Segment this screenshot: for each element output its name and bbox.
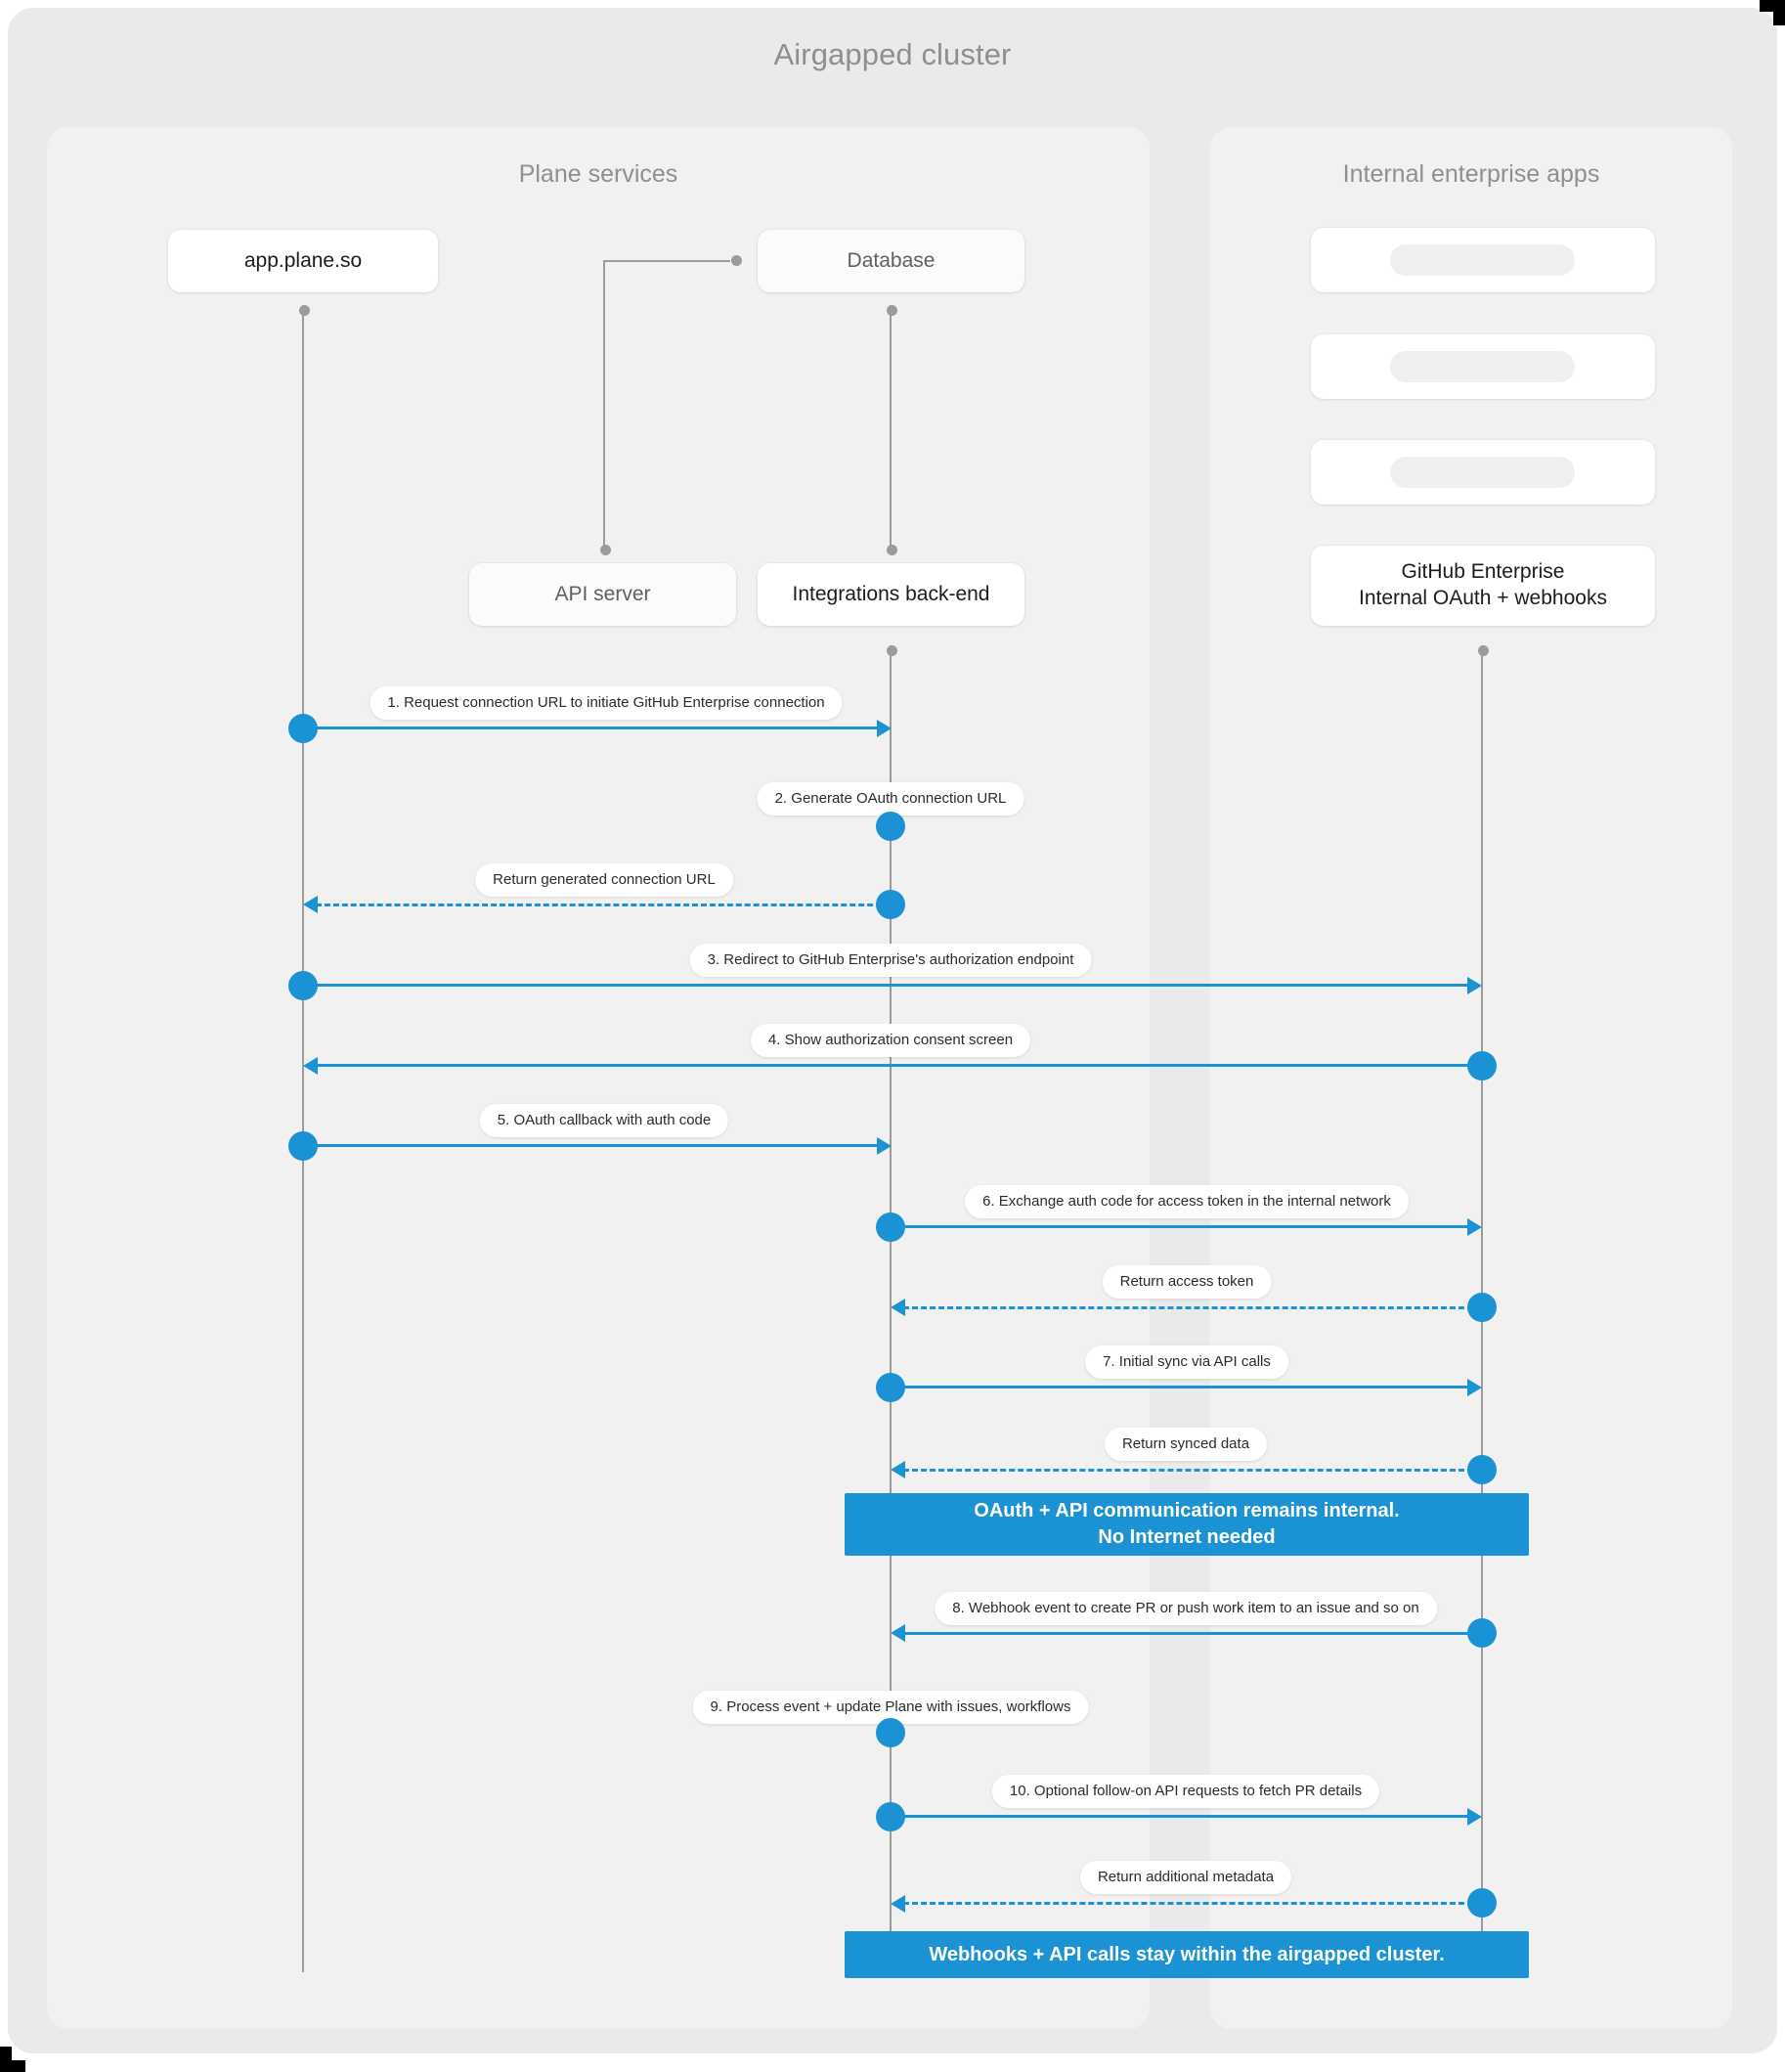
- message-line-5: [316, 1064, 1482, 1067]
- node-label-app-plane-so: app.plane.so: [243, 248, 363, 272]
- message-label-14: Return additional metadata: [1079, 1861, 1292, 1894]
- message-arrow-9: [1467, 1379, 1482, 1396]
- message-arrow-5: [303, 1057, 318, 1075]
- diagram-title: Airgapped cluster: [773, 37, 1012, 71]
- message-arrow-1: [877, 720, 892, 737]
- message-label-6: 5. OAuth callback with auth code: [479, 1104, 729, 1137]
- lifeline-dot-github-enterprise: [1477, 645, 1489, 656]
- connector-db-to-api-vertical: [603, 260, 605, 551]
- message-line-7: [891, 1225, 1469, 1228]
- node-label-api-server: API server: [554, 582, 651, 605]
- message-arrow-4: [1467, 977, 1482, 994]
- corner-mark-bottom-left-v: [0, 2047, 12, 2072]
- lifeline-dot-integrations-backend: [886, 645, 897, 656]
- message-label-11: 8. Webhook event to create PR or push wo…: [935, 1592, 1437, 1625]
- message-label-2: 2. Generate OAuth connection URL: [757, 782, 1024, 816]
- node-label-database: Database: [847, 248, 936, 272]
- lifeline-database: [890, 305, 892, 551]
- activation-dot-2-self: [876, 812, 905, 841]
- message-line-10: [903, 1469, 1482, 1472]
- message-label-1: 1. Request connection URL to initiate Gi…: [370, 686, 843, 720]
- node-api-server[interactable]: API server: [469, 563, 736, 626]
- message-arrow-14: [891, 1895, 905, 1913]
- message-arrow-10: [891, 1461, 905, 1478]
- panel-internal-enterprise-apps: Internal enterprise apps: [1210, 127, 1732, 2029]
- note-banner-airgapped: Webhooks + API calls stay within the air…: [845, 1931, 1529, 1978]
- note-banner-internal-line2: No Internet needed: [1098, 1526, 1276, 1548]
- message-label-13: 10. Optional follow-on API requests to f…: [991, 1775, 1380, 1808]
- connector-db-to-api-horizontal: [603, 260, 730, 262]
- message-line-3: [316, 904, 891, 906]
- placeholder-bar-2: [1390, 351, 1575, 382]
- message-arrow-8: [891, 1299, 905, 1316]
- connector-dot-api-end: [599, 545, 611, 555]
- message-arrow-13: [1467, 1808, 1482, 1826]
- message-line-6: [303, 1144, 879, 1147]
- message-label-5: 4. Show authorization consent screen: [750, 1024, 1031, 1057]
- lifeline-dot-database-bottom: [886, 545, 897, 555]
- panel-title-internal-enterprise-apps: Internal enterprise apps: [1342, 160, 1600, 188]
- node-label-github-enterprise-line2: Internal OAuth + webhooks: [1359, 587, 1607, 609]
- message-label-9: 7. Initial sync via API calls: [1085, 1345, 1288, 1379]
- placeholder-bar-3: [1390, 457, 1575, 488]
- node-app-plane-so[interactable]: app.plane.so: [168, 230, 438, 292]
- note-banner-internal-line1: OAuth + API communication remains intern…: [974, 1500, 1400, 1522]
- message-arrow-11: [891, 1624, 905, 1642]
- panel-plane-services: Plane services: [47, 127, 1150, 2029]
- placeholder-card-2[interactable]: [1311, 334, 1655, 399]
- node-label-github-enterprise-line1: GitHub Enterprise: [1401, 560, 1565, 584]
- message-line-14: [903, 1902, 1482, 1905]
- connector-dot-db-end: [730, 255, 742, 266]
- message-label-7: 6. Exchange auth code for access token i…: [965, 1185, 1409, 1218]
- placeholder-bar-1: [1390, 244, 1575, 276]
- node-github-enterprise[interactable]: GitHub Enterprise Internal OAuth + webho…: [1311, 546, 1655, 626]
- message-label-10: Return synced data: [1104, 1428, 1268, 1461]
- corner-mark-top-right-v: [1773, 0, 1785, 25]
- lifeline-dot-app-plane-so: [298, 305, 310, 316]
- note-banner-internal: OAuth + API communication remains intern…: [845, 1493, 1529, 1556]
- node-integrations-backend[interactable]: Integrations back-end: [758, 563, 1024, 626]
- message-arrow-6: [877, 1137, 892, 1155]
- message-line-8: [903, 1306, 1482, 1309]
- placeholder-card-3[interactable]: [1311, 440, 1655, 505]
- placeholder-card-1[interactable]: [1311, 228, 1655, 292]
- message-arrow-3: [303, 896, 318, 913]
- note-banner-airgapped-line1: Webhooks + API calls stay within the air…: [929, 1943, 1445, 1965]
- message-line-13: [891, 1815, 1469, 1818]
- message-label-3: Return generated connection URL: [475, 863, 733, 897]
- message-line-4: [303, 984, 1469, 987]
- node-database[interactable]: Database: [758, 230, 1024, 292]
- message-label-8: Return access token: [1102, 1265, 1272, 1299]
- lifeline-dot-database-top: [886, 305, 897, 316]
- panel-title-plane-services: Plane services: [518, 160, 678, 188]
- node-label-integrations-backend: Integrations back-end: [792, 582, 990, 605]
- message-label-4: 3. Redirect to GitHub Enterprise's autho…: [689, 944, 1092, 977]
- activation-dot-12-self: [876, 1718, 905, 1747]
- message-line-1: [303, 727, 879, 729]
- message-arrow-7: [1467, 1218, 1482, 1236]
- message-line-11: [903, 1632, 1482, 1635]
- message-line-9: [891, 1386, 1469, 1389]
